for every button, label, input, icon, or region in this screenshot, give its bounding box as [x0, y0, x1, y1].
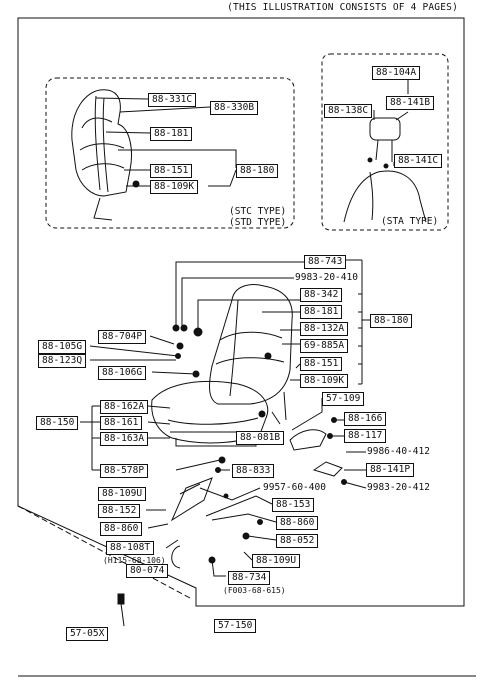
label-88-141c: 88-141C [394, 154, 443, 168]
label-88-117: 88-117 [344, 429, 387, 443]
label-88-109k-stc: 88-109K [150, 180, 199, 194]
label-88-151: 88-151 [300, 357, 343, 371]
label-88-342: 88-342 [300, 288, 343, 302]
label-88-704p: 88-704P [98, 330, 147, 344]
sta-type-label: (STA TYPE) [381, 216, 439, 227]
label-57-150: 57-150 [214, 619, 257, 633]
label-9983-20-412: 9983-20-412 [367, 482, 430, 493]
stc-dashed-group [45, 77, 295, 229]
label-9957-60-400: 9957-60-400 [263, 482, 326, 493]
label-57-109: 57-109 [322, 392, 365, 406]
label-88-138c: 88-138C [324, 104, 373, 118]
label-88-141p: 88-141P [366, 463, 415, 477]
label-88-181: 88-181 [300, 305, 343, 319]
label-88-109k: 88-109K [300, 374, 349, 388]
label-88-153: 88-153 [272, 498, 315, 512]
label-88-331c: 88-331C [148, 93, 197, 107]
label-88-109u-lower: 88-109U [252, 554, 301, 568]
label-88-152: 88-152 [98, 504, 141, 518]
sta-seat-sketch [343, 117, 427, 223]
label-88-180: 88-180 [370, 314, 413, 328]
label-88-330b: 88-330B [210, 101, 259, 115]
label-88-108t: 88-108T [106, 541, 155, 555]
label-88-109u-upper: 88-109U [98, 487, 147, 501]
label-88-141b: 88-141B [386, 96, 435, 110]
label-88-860-left: 88-860 [100, 522, 143, 536]
label-9983-20-410: 9983-20-410 [295, 272, 358, 283]
label-88-166: 88-166 [344, 412, 387, 426]
sta-dashed-group [321, 53, 449, 231]
label-88-151-stc: 88-151 [150, 164, 193, 178]
label-88-123q: 88-123Q [38, 354, 87, 368]
header-text: (THIS ILLUSTRATION CONSISTS OF 4 PAGES) [227, 2, 458, 13]
note-h115-68-106: (H115-68-106) [103, 556, 166, 565]
label-9986-40-412: 9986-40-412 [367, 446, 430, 457]
label-88-104a: 88-104A [372, 66, 421, 80]
label-88-833: 88-833 [232, 464, 275, 478]
label-88-105g: 88-105G [38, 340, 87, 354]
label-88-132a: 88-132A [300, 322, 349, 336]
label-88-743: 88-743 [304, 255, 347, 269]
stc-type-label: (STC TYPE) [229, 206, 287, 217]
page-header: (THIS ILLUSTRATION CONSISTS OF 4 PAGES) [227, 2, 458, 13]
label-88-181-stc: 88-181 [150, 127, 193, 141]
label-88-180-stc: 88-180 [236, 164, 279, 178]
note-f003-68-615: (F003-68-615) [223, 586, 286, 595]
label-88-081b: 88-081B [236, 431, 285, 445]
label-57-05x: 57-05X [66, 627, 109, 641]
label-88-150: 88-150 [36, 416, 79, 430]
main-seat-sketch [151, 284, 293, 447]
label-88-163a: 88-163A [100, 432, 149, 446]
stc-seatback-sketch [71, 89, 132, 221]
label-88-161: 88-161 [100, 416, 143, 430]
label-88-162a: 88-162A [100, 400, 149, 414]
label-88-860-right: 88-860 [276, 516, 319, 530]
std-type-label: (STD TYPE) [229, 217, 287, 228]
label-88-052: 88-052 [276, 534, 319, 548]
label-88-106g: 88-106G [98, 366, 147, 380]
label-69-885a: 69-885A [300, 339, 349, 353]
label-88-734: 88-734 [228, 571, 271, 585]
label-88-578p: 88-578P [100, 464, 149, 478]
label-80-074: 80-074 [126, 564, 169, 578]
